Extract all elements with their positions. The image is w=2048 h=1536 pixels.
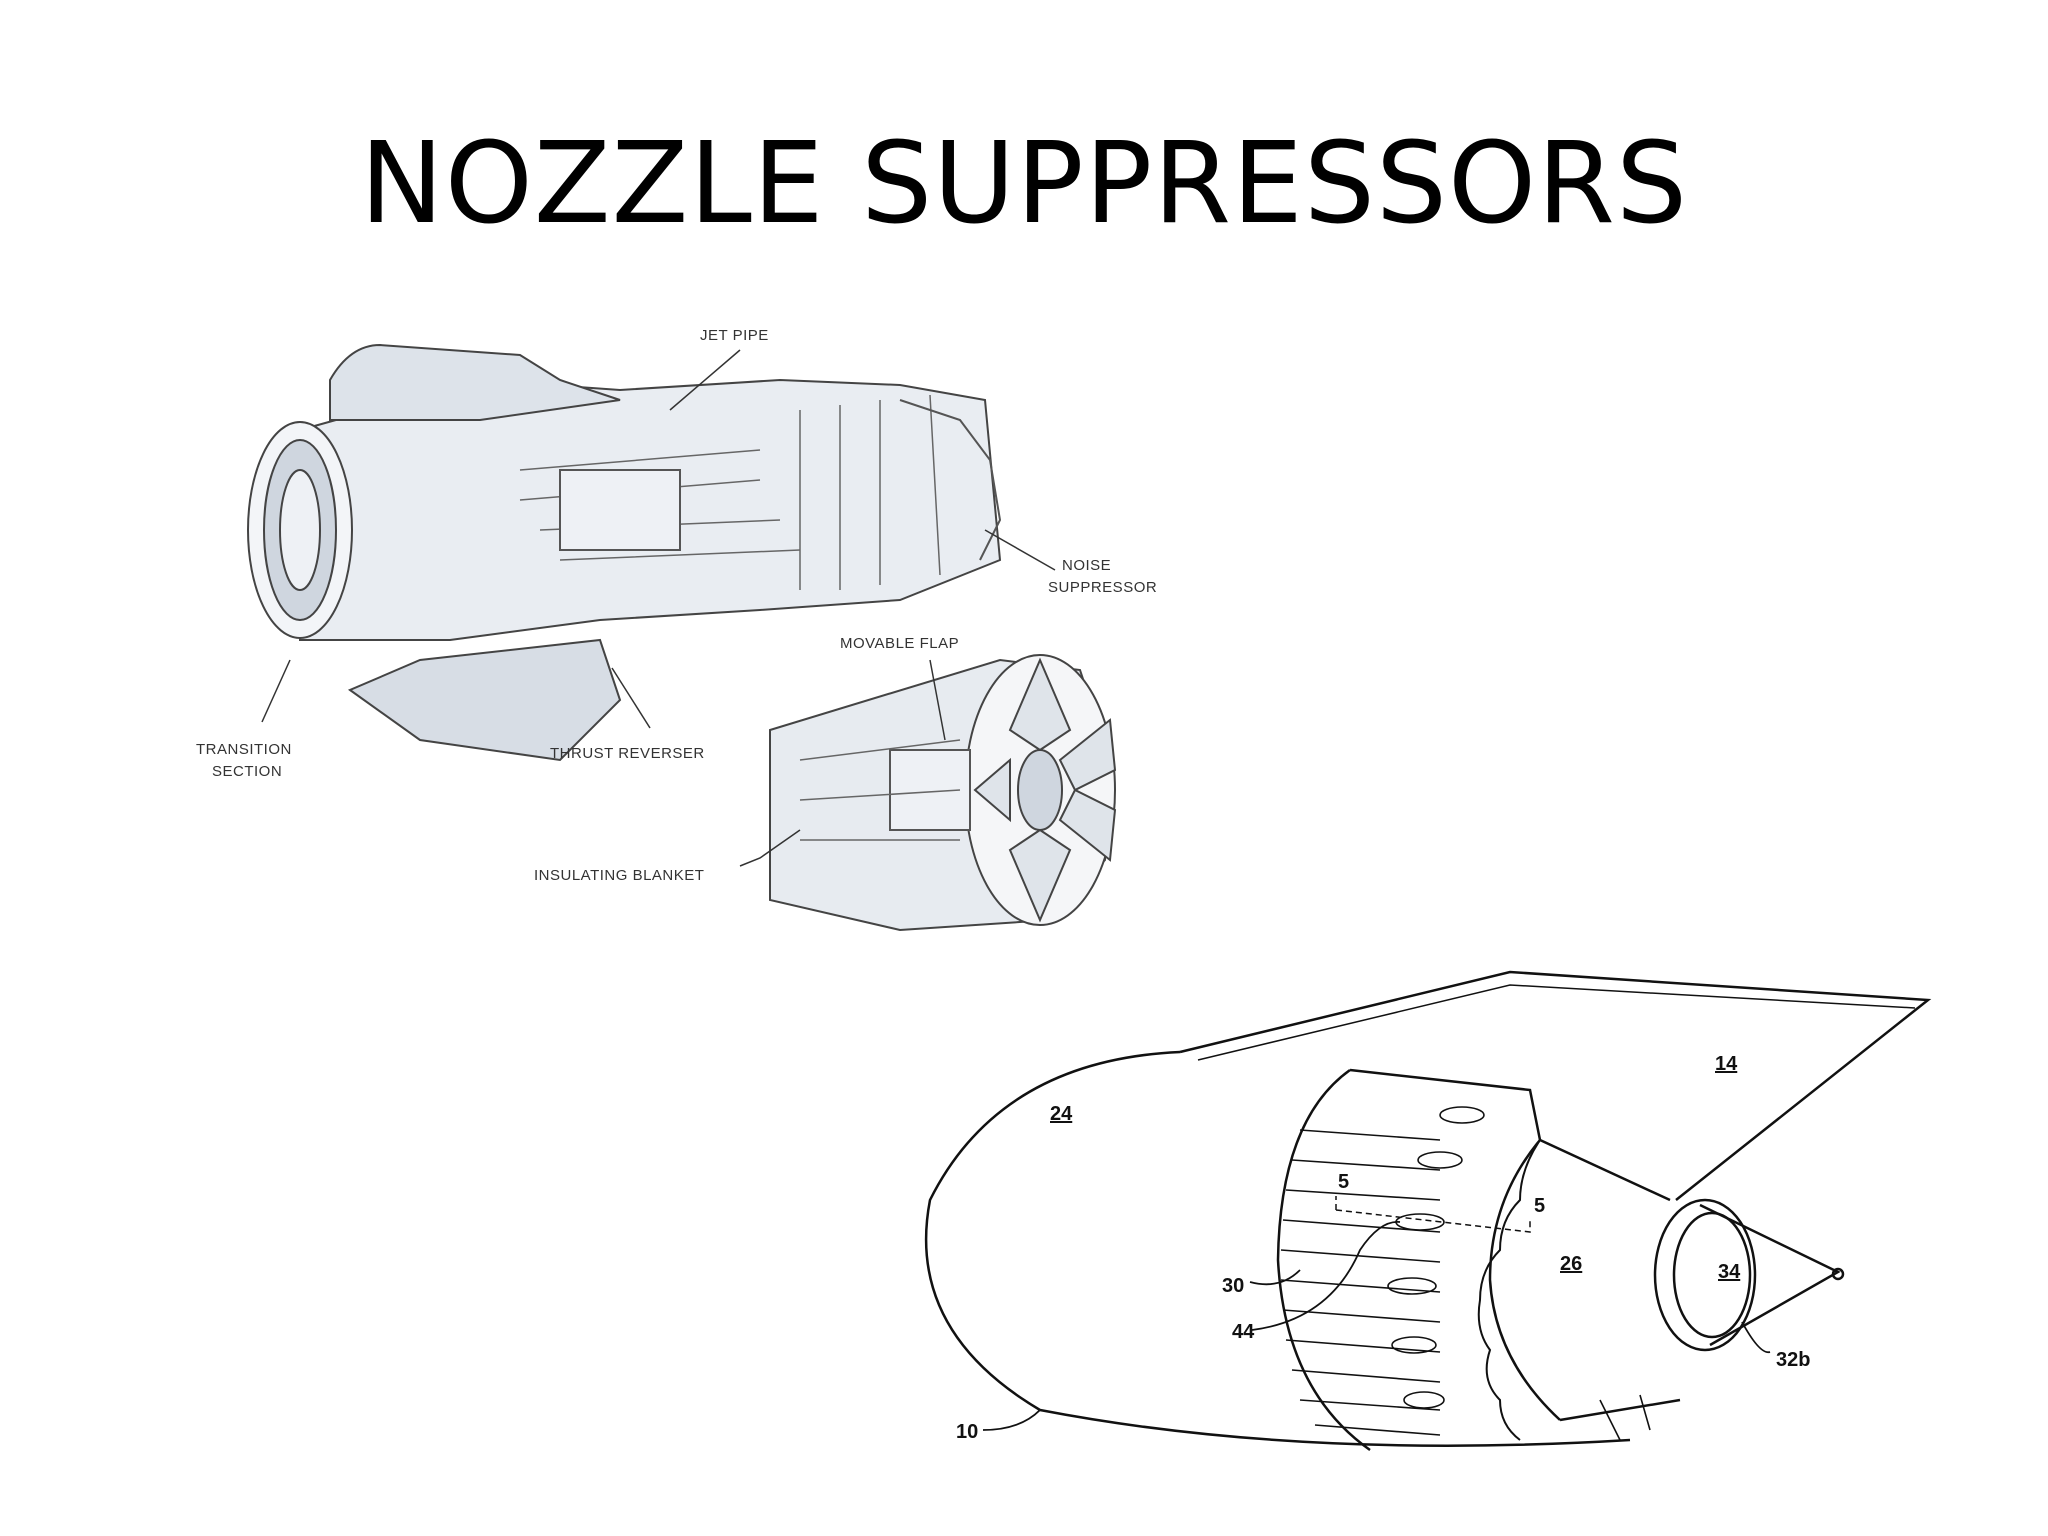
- ref-44: 44: [1232, 1321, 1255, 1343]
- ref-5-right: 5: [1534, 1195, 1545, 1217]
- ref-34: 34: [1718, 1261, 1741, 1283]
- ref-30: 30: [1222, 1275, 1244, 1297]
- label-jet-pipe: JET PIPE: [700, 327, 769, 344]
- engine-cutaway-illustration: [247, 343, 1056, 762]
- label-transition-line2: SECTION: [212, 763, 282, 780]
- label-noise-suppressor-line2: SUPPRESSOR: [1048, 579, 1157, 596]
- label-thrust-reverser: THRUST REVERSER: [550, 745, 705, 762]
- slide-title: NOZZLE SUPPRESSORS: [359, 119, 1689, 249]
- ref-10: 10: [956, 1421, 978, 1443]
- ref-26: 26: [1560, 1253, 1582, 1275]
- label-insulating-blanket: INSULATING BLANKET: [534, 867, 704, 884]
- ref-24: 24: [1050, 1103, 1073, 1125]
- label-transition-line1: TRANSITION: [196, 741, 292, 758]
- ref-32b: 32b: [1776, 1349, 1810, 1371]
- suppressor-nozzle-detail: [739, 654, 1117, 932]
- ref-5-left: 5: [1338, 1171, 1349, 1193]
- label-noise-suppressor-line1: NOISE: [1062, 557, 1111, 574]
- ref-14: 14: [1715, 1053, 1738, 1075]
- nacelle-patent-drawing: [924, 970, 1932, 1452]
- label-movable-flap: MOVABLE FLAP: [840, 635, 959, 652]
